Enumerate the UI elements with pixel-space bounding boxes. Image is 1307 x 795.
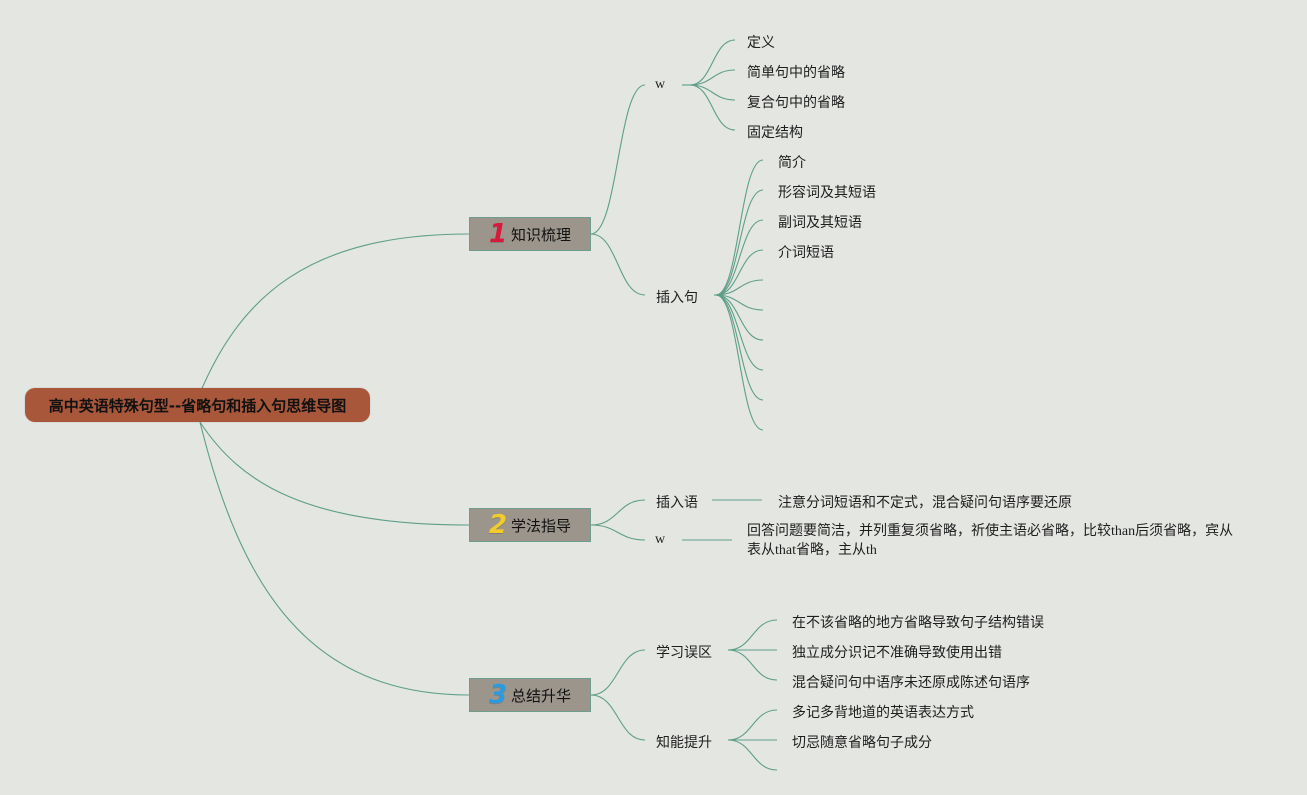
leaf-simple-sentence[interactable]: 简单句中的省略 <box>747 65 845 81</box>
topic-label: 学法指导 <box>511 516 572 535</box>
link-topic3-pitfalls <box>590 649 646 696</box>
subtopic-parenthesis[interactable]: 插入句 <box>656 290 698 306</box>
leaf-intro[interactable]: 简介 <box>778 155 806 171</box>
subtopic-parenthetical-phrase[interactable]: 插入语 <box>656 495 698 511</box>
link-insert-leaf-7 <box>715 294 764 371</box>
leaf-preposition[interactable]: 介词短语 <box>778 245 834 261</box>
link-improve-leaf-0 <box>727 709 778 741</box>
leaf-guide-note[interactable]: 注意分词短语和不定式，混合疑问句语序要还原 <box>778 495 1072 511</box>
link-root-topic1 <box>199 233 470 394</box>
leaf-pitfall-2[interactable]: 独立成分识记不准确导致使用出错 <box>792 645 1002 661</box>
link-w-leaf-1 <box>689 69 736 86</box>
link-w-leaf-2 <box>689 84 736 101</box>
topic-label: 总结升华 <box>511 686 572 705</box>
number-2-icon: 2 <box>488 510 508 540</box>
link-insert-leaf-8 <box>715 294 764 401</box>
leaf-pitfall-3[interactable]: 混合疑问句中语序未还原成陈述句语序 <box>792 675 1030 691</box>
link-topic1-insert <box>590 233 646 296</box>
subtopic-w[interactable]: w <box>655 77 666 92</box>
link-topic2-w <box>590 524 646 541</box>
topic-summary[interactable]: 3 总结升华 <box>469 678 591 712</box>
leaf-adverb[interactable]: 副词及其短语 <box>778 215 862 231</box>
leaf-pitfall-1[interactable]: 在不该省略的地方省略导致句子结构错误 <box>792 615 1044 631</box>
subtopic-improvement[interactable]: 知能提升 <box>656 735 712 751</box>
link-insert-leaf-1 <box>715 189 764 296</box>
link-insert-leaf-9 <box>715 294 764 431</box>
leaf-complex-sentence[interactable]: 复合句中的省略 <box>747 95 845 111</box>
leaf-improve-1[interactable]: 多记多背地道的英语表达方式 <box>792 705 974 721</box>
topic-knowledge[interactable]: 1 知识梳理 <box>469 217 591 251</box>
link-insert-leaf-2 <box>715 219 764 296</box>
link-root-topic3 <box>199 421 470 696</box>
number-3-icon: 3 <box>488 680 508 710</box>
link-insert-leaf-6 <box>715 294 764 341</box>
subtopic-pitfalls[interactable]: 学习误区 <box>656 645 712 661</box>
link-pitfall-leaf-2 <box>727 649 778 681</box>
link-root-topic2 <box>199 421 470 526</box>
leaf-fixed-structure[interactable]: 固定结构 <box>747 125 803 141</box>
leaf-definition[interactable]: 定义 <box>747 35 775 51</box>
leaf-improve-2[interactable]: 切忌随意省略句子成分 <box>792 735 932 751</box>
link-insert-leaf-3 <box>715 249 764 296</box>
link-w-leaf-0 <box>689 39 736 86</box>
topic-study-guide[interactable]: 2 学法指导 <box>469 508 591 542</box>
link-topic2-phrase <box>590 499 646 526</box>
subtopic-w2[interactable]: w <box>655 532 666 547</box>
root-node[interactable]: 高中英语特殊句型--省略句和插入句思维导图 <box>25 388 370 422</box>
root-label: 高中英语特殊句型--省略句和插入句思维导图 <box>48 396 347 415</box>
link-pitfall-leaf-0 <box>727 619 778 651</box>
topic-label: 知识梳理 <box>511 225 572 244</box>
link-topic1-w <box>590 84 646 235</box>
number-1-icon: 1 <box>488 219 508 249</box>
link-insert-leaf-0 <box>715 159 764 296</box>
link-improve-leaf-2 <box>727 739 778 771</box>
leaf-adjective[interactable]: 形容词及其短语 <box>778 185 876 201</box>
link-topic3-improve <box>590 694 646 741</box>
link-w-leaf-3 <box>689 84 736 131</box>
leaf-ellipsis-rules[interactable]: 回答问题要简洁，并列重复须省略，祈使主语必省略，比较than后须省略，宾从表从t… <box>747 524 1234 558</box>
link-insert-leaf-4 <box>715 279 764 296</box>
